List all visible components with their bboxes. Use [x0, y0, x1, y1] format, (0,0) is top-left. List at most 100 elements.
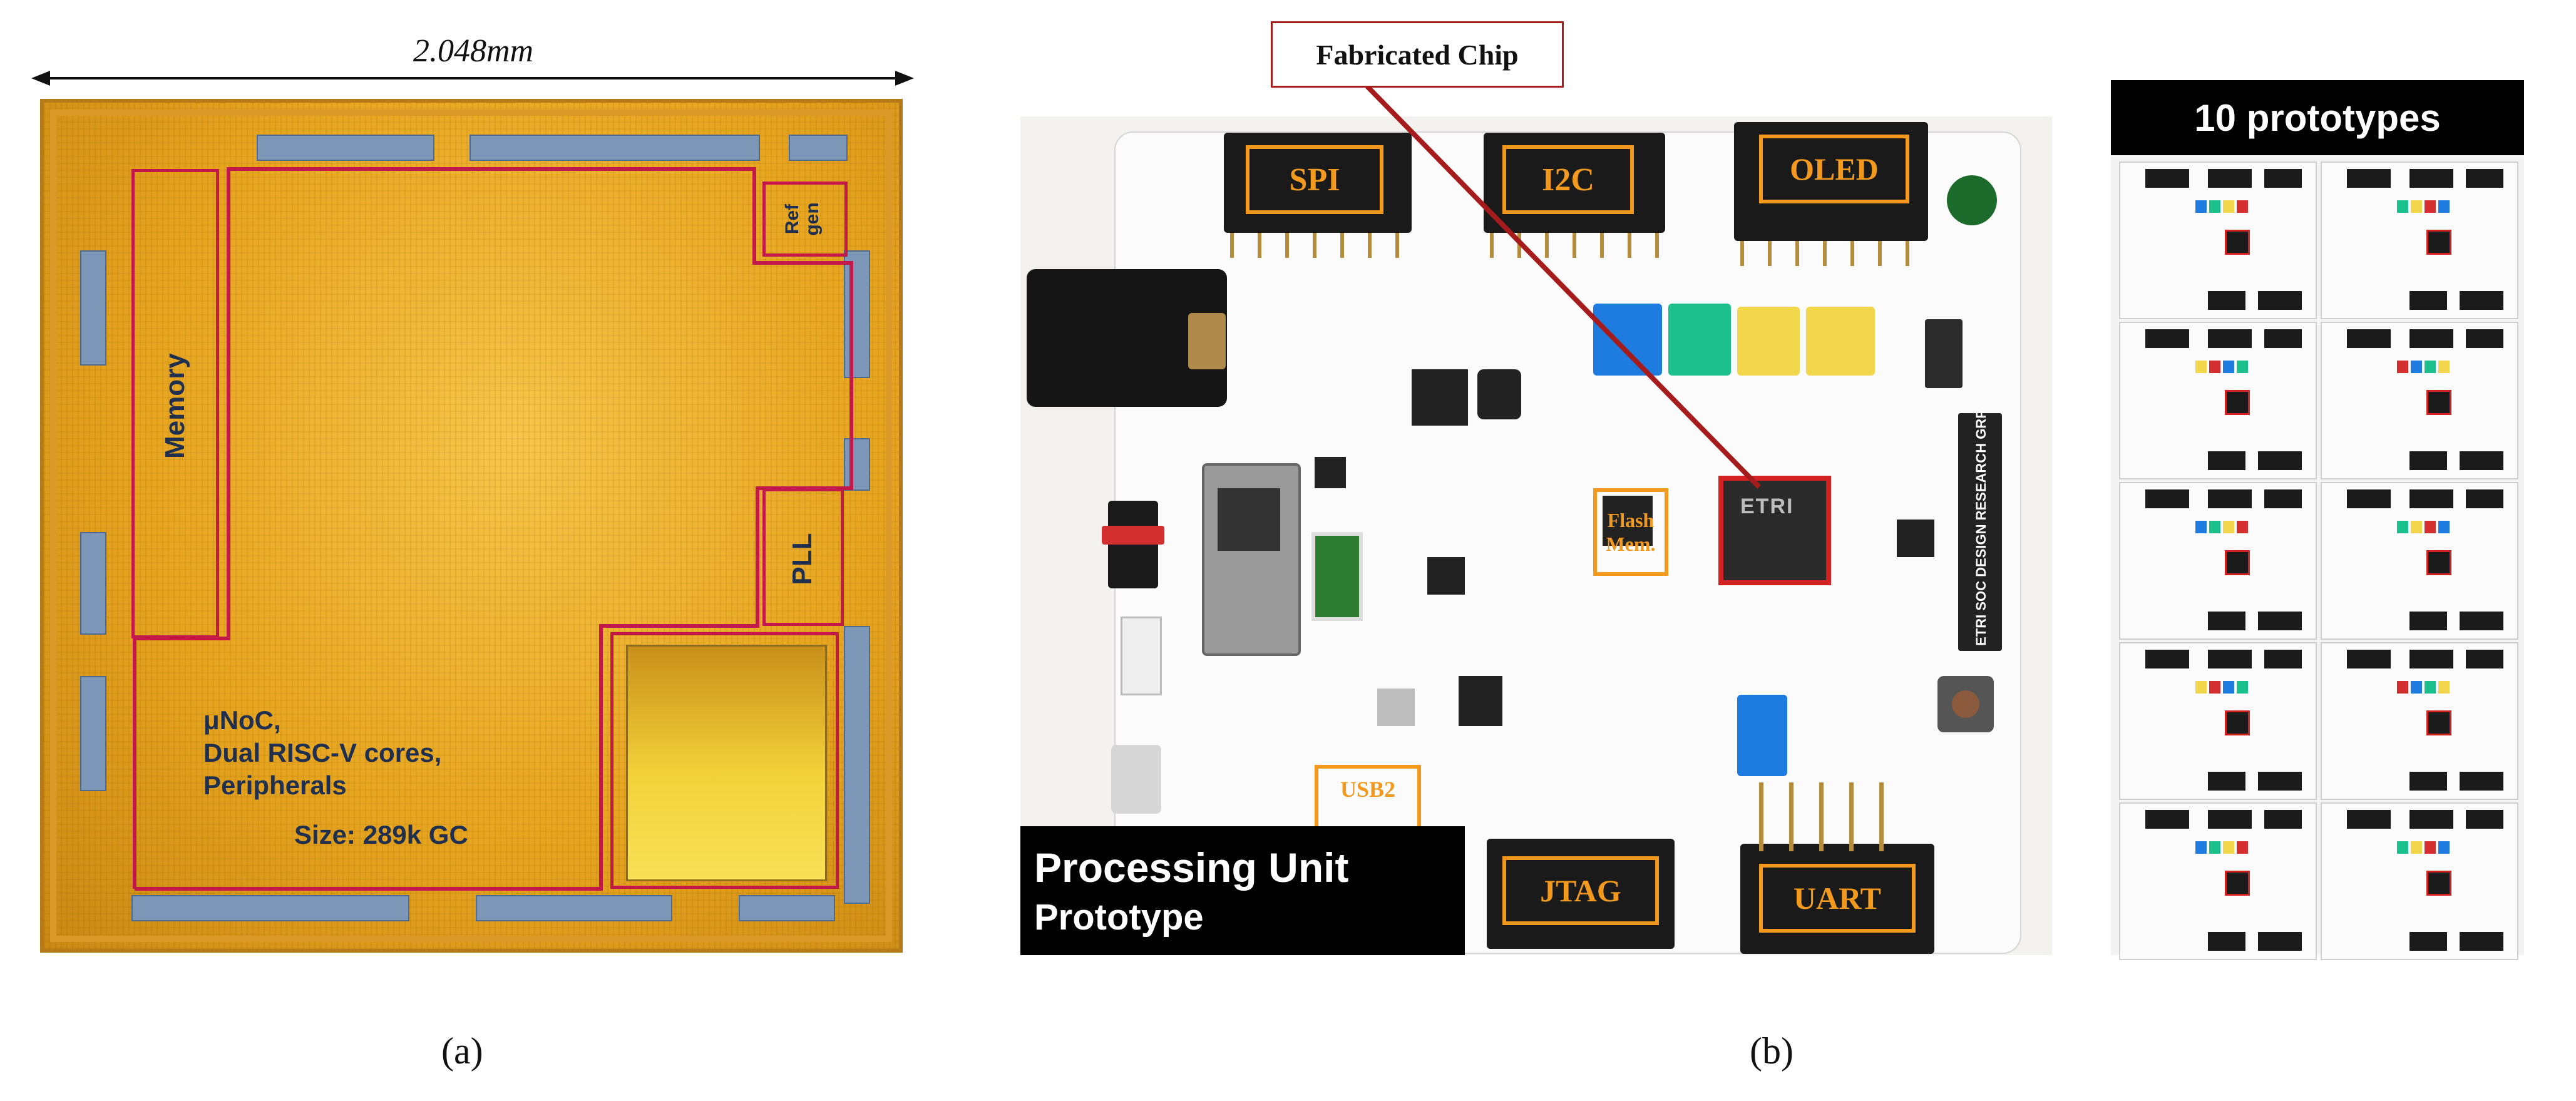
prototype-header [2409, 169, 2453, 188]
board-brand-line-2: SOC DESIGN RESEARCH GRP [1973, 409, 1989, 611]
prototype-header [2208, 169, 2252, 188]
dip-switch [1925, 319, 1963, 388]
prototype-header [2208, 612, 2245, 630]
width-arrow [31, 71, 914, 86]
prototype-header [2264, 810, 2302, 829]
flash-label: Flash Mem. [1593, 488, 1668, 576]
oled-label: OLED [1759, 135, 1909, 203]
prototype-header [2208, 451, 2245, 470]
prototype-jumper [2223, 200, 2234, 213]
prototype-board [2321, 482, 2518, 640]
prototype-jumper [2397, 521, 2408, 533]
prototype-header [2460, 932, 2503, 951]
uart-label: UART [1759, 864, 1916, 933]
board-brand-plate [1958, 413, 2002, 651]
prototype-header [2460, 451, 2503, 470]
battery-jumper [1102, 526, 1164, 545]
prototype-jumper [2195, 200, 2207, 213]
capacitor-green [1311, 532, 1363, 621]
dc-jack-pin [1188, 313, 1226, 369]
refgen-region [762, 182, 848, 257]
ic-small-3 [1459, 676, 1502, 726]
prototype-chip [2426, 550, 2451, 575]
prototype-header [2460, 772, 2503, 791]
prototype-board [2321, 161, 2518, 319]
chip-brand: ETRI [1740, 494, 1794, 518]
prototype-header [2466, 810, 2503, 829]
prototype-chip [2426, 230, 2451, 255]
prototype-chip [2225, 390, 2250, 415]
uart-pins [1759, 782, 1909, 851]
prototype-jumper [2237, 361, 2248, 373]
prototype-jumper [2438, 521, 2450, 533]
jtag-label: JTAG [1502, 856, 1659, 925]
prototype-header [2466, 650, 2503, 668]
prototype-board [2119, 482, 2317, 640]
prototype-jumper [2425, 200, 2436, 213]
core-region [133, 167, 853, 891]
prototype-jumper [2223, 841, 2234, 854]
status-led [1947, 175, 1997, 225]
prototype-jumper [2237, 681, 2248, 694]
prototype-jumper [2425, 681, 2436, 694]
prototype-header [2409, 489, 2453, 508]
caption-a: (a) [441, 1030, 483, 1072]
jumper-green [1668, 304, 1731, 376]
ic-small-2 [1427, 557, 1465, 595]
prototype-chip [2426, 871, 2451, 896]
prototype-jumper [2425, 361, 2436, 373]
prototype-chip [2225, 871, 2250, 896]
prototype-jumper [2195, 361, 2207, 373]
prototype-jumper [2237, 841, 2248, 854]
prototype-header [2258, 932, 2302, 951]
prototype-jumper [2209, 521, 2220, 533]
fabricated-chip-callout: Fabricated Chip [1271, 21, 1564, 88]
prototype-jumper [2438, 841, 2450, 854]
fabricated-chip [1718, 476, 1831, 585]
reset-button [1952, 690, 1979, 718]
ic-regulator [1412, 369, 1468, 426]
prototype-header [2409, 772, 2447, 791]
width-label: 2.048mm [413, 33, 534, 69]
core-line-3: Peripherals [203, 771, 347, 800]
battery-socket [1121, 617, 1162, 695]
prototype-header [2258, 451, 2302, 470]
prototype-board [2119, 802, 2317, 960]
prototype-jumper [2223, 681, 2234, 694]
flash-chip [1603, 496, 1653, 546]
prototype-chip [2225, 230, 2250, 255]
flash-label-line-2: Mem. [1606, 533, 1656, 555]
size-label: Size: 289k GC [294, 820, 468, 849]
power-switch-knob [1218, 488, 1280, 551]
prototype-overlay: Processing Unit Prototype [1020, 826, 1465, 955]
overlay-subtitle: Prototype [1034, 897, 1204, 938]
prototypes-title: 10 prototypes [2111, 80, 2524, 155]
prototype-jumper [2411, 361, 2422, 373]
ic-small-1 [1315, 457, 1346, 488]
prototype-jumper [2195, 521, 2207, 533]
battery-connector [1108, 501, 1158, 588]
prototype-header [2466, 489, 2503, 508]
analog-block [626, 645, 827, 881]
prototype-header [2409, 291, 2447, 310]
prototype-jumper [2411, 521, 2422, 533]
prototype-header [2208, 650, 2252, 668]
prototype-header [2264, 329, 2302, 348]
prototype-header [2409, 612, 2447, 630]
prototype-jumper [2397, 200, 2408, 213]
prototype-jumper [2237, 521, 2248, 533]
prototype-header [2264, 489, 2302, 508]
prototype-jumper [2438, 681, 2450, 694]
prototype-header [2264, 169, 2302, 188]
core-description: μNoC, Dual RISC-V cores, Peripherals [203, 704, 441, 802]
i2c-label: I2C [1502, 145, 1634, 214]
prototype-board [2321, 802, 2518, 960]
prototype-header [2145, 329, 2189, 348]
prototype-header [2460, 612, 2503, 630]
prototype-header [2145, 810, 2189, 829]
analog-block-region [610, 632, 839, 889]
prototype-jumper [2411, 200, 2422, 213]
callout-line [1365, 86, 1761, 489]
prototype-board [2321, 642, 2518, 800]
prototype-jumper [2411, 681, 2422, 694]
